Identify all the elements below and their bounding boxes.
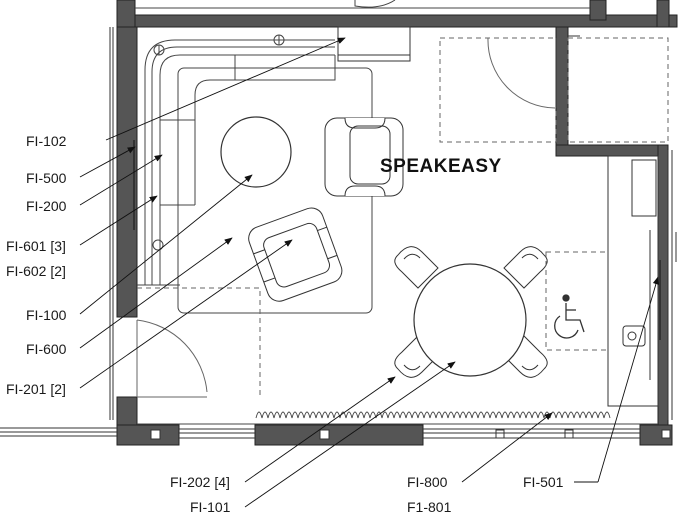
leader-fi-202 <box>244 376 396 483</box>
dining-chair-nw <box>394 246 439 289</box>
wall-left-lower <box>116 396 138 426</box>
label-fi-601: FI-601 [3] <box>6 238 66 254</box>
alcove-door <box>439 35 669 143</box>
dining-table <box>413 263 527 377</box>
leader-fi-601 <box>79 195 158 246</box>
leader-fi-800 <box>461 412 553 483</box>
leader-fi-201 <box>79 239 293 389</box>
wheelchair-accessibility-icon <box>554 294 585 339</box>
accessible-zone <box>545 251 609 351</box>
leader-fi-501-diag <box>597 276 660 483</box>
right-window <box>659 150 677 420</box>
walls <box>116 0 678 446</box>
dining-set <box>394 246 548 378</box>
leader-fi-100 <box>79 174 253 315</box>
radiator <box>137 411 658 425</box>
leader-fi-600 <box>79 237 233 349</box>
entry-area <box>136 287 261 398</box>
label-fi-101: FI-101 <box>190 499 231 515</box>
label-fi-202: FI-202 [4] <box>170 474 230 490</box>
wall-stub-upper-left <box>116 0 136 28</box>
upper-room-details <box>135 0 590 9</box>
wall-left-upper <box>116 26 138 318</box>
label-fi-600: FI-600 <box>26 341 67 357</box>
label-fi-200: FI-200 <box>26 198 67 214</box>
bottom-windows <box>0 427 671 440</box>
wall-cabinet <box>337 26 411 62</box>
dining-chair-ne <box>503 246 548 289</box>
sink-icon <box>622 325 646 347</box>
label-fi-102: FI-102 <box>26 133 67 149</box>
coffee-table <box>220 116 292 188</box>
leader-fi-102 <box>105 37 346 141</box>
label-fi-201: FI-201 [2] <box>6 381 66 397</box>
wall-bottom-left <box>116 424 180 446</box>
wall-alcove-vertical <box>555 26 569 156</box>
wall-stub-upper-mid <box>589 0 607 21</box>
right-counter <box>607 155 659 407</box>
leader-fi-200 <box>79 154 163 206</box>
label-fi-500: FI-500 <box>26 170 67 186</box>
wall-alcove-horizontal <box>555 144 669 157</box>
label-f1-801: F1-801 <box>407 499 452 515</box>
lounge-chair-upper <box>324 117 404 197</box>
leader-fi-101 <box>244 361 456 508</box>
label-fi-602: FI-602 [2] <box>6 263 66 279</box>
label-fi-501: FI-501 <box>523 474 564 490</box>
lounge-chair-lower <box>248 207 343 302</box>
leader-lines <box>79 37 660 508</box>
label-fi-100: FI-100 <box>26 307 67 323</box>
wall-stub-upper-right <box>656 0 670 28</box>
leader-fi-500 <box>79 146 136 178</box>
room-name: SPEAKEASY <box>380 156 502 177</box>
wall-bottom-mid <box>254 424 424 446</box>
label-fi-800: FI-800 <box>407 474 448 490</box>
